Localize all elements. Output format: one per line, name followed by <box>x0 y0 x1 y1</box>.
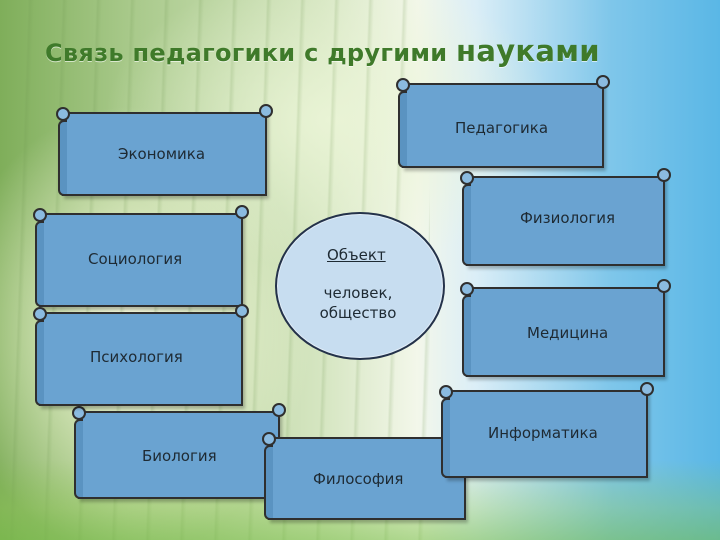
scroll-curl-icon <box>33 208 47 222</box>
object-line-2: общество <box>319 304 397 322</box>
scroll-sociologiya <box>33 205 249 307</box>
scroll-curl-icon <box>640 382 654 396</box>
slide-title: Связь педагогики с другими науками <box>45 34 600 68</box>
scroll-filosofiya <box>262 432 466 520</box>
scroll-curl-icon <box>396 78 410 92</box>
label-psihologiya: Психология <box>90 348 183 366</box>
scroll-pedagogika <box>396 75 610 168</box>
scroll-medicina <box>460 279 671 377</box>
object-heading: Объект <box>327 246 386 264</box>
label-sociologiya: Социология <box>88 250 183 268</box>
scroll-curl-icon <box>56 107 70 121</box>
scroll-curl-icon <box>272 403 286 417</box>
scroll-curl-icon <box>72 406 86 420</box>
label-pedagogika: Педагогика <box>455 119 549 137</box>
label-filosofiya: Философия <box>313 470 404 488</box>
scroll-curl-icon <box>262 432 276 446</box>
scroll-informatika <box>439 382 654 478</box>
label-fiziologiya: Физиология <box>520 209 615 227</box>
scroll-curl-icon <box>657 168 671 182</box>
scroll-curl-icon <box>235 205 249 219</box>
scroll-curl-icon <box>657 279 671 293</box>
title-main: Связь педагогики с другими <box>45 39 448 67</box>
label-informatika: Информатика <box>488 424 598 442</box>
title-accent: науками <box>456 34 600 68</box>
label-medicina: Медицина <box>527 324 609 342</box>
scroll-curl-icon <box>235 304 249 318</box>
object-circle <box>275 212 445 360</box>
scroll-ekonomika <box>56 104 273 196</box>
object-line-1: человек, <box>323 284 393 302</box>
scroll-biologiya <box>72 403 286 499</box>
scroll-curl-icon <box>33 307 47 321</box>
scroll-fiziologiya <box>460 168 671 266</box>
object-description: человек, общество <box>313 283 403 323</box>
scroll-curl-icon <box>439 385 453 399</box>
scroll-curl-icon <box>259 104 273 118</box>
label-ekonomika: Экономика <box>118 145 206 163</box>
scroll-curl-icon <box>596 75 610 89</box>
label-biologiya: Биология <box>142 447 217 465</box>
scroll-curl-icon <box>460 282 474 296</box>
scroll-psihologiya <box>33 304 249 406</box>
scroll-curl-icon <box>460 171 474 185</box>
